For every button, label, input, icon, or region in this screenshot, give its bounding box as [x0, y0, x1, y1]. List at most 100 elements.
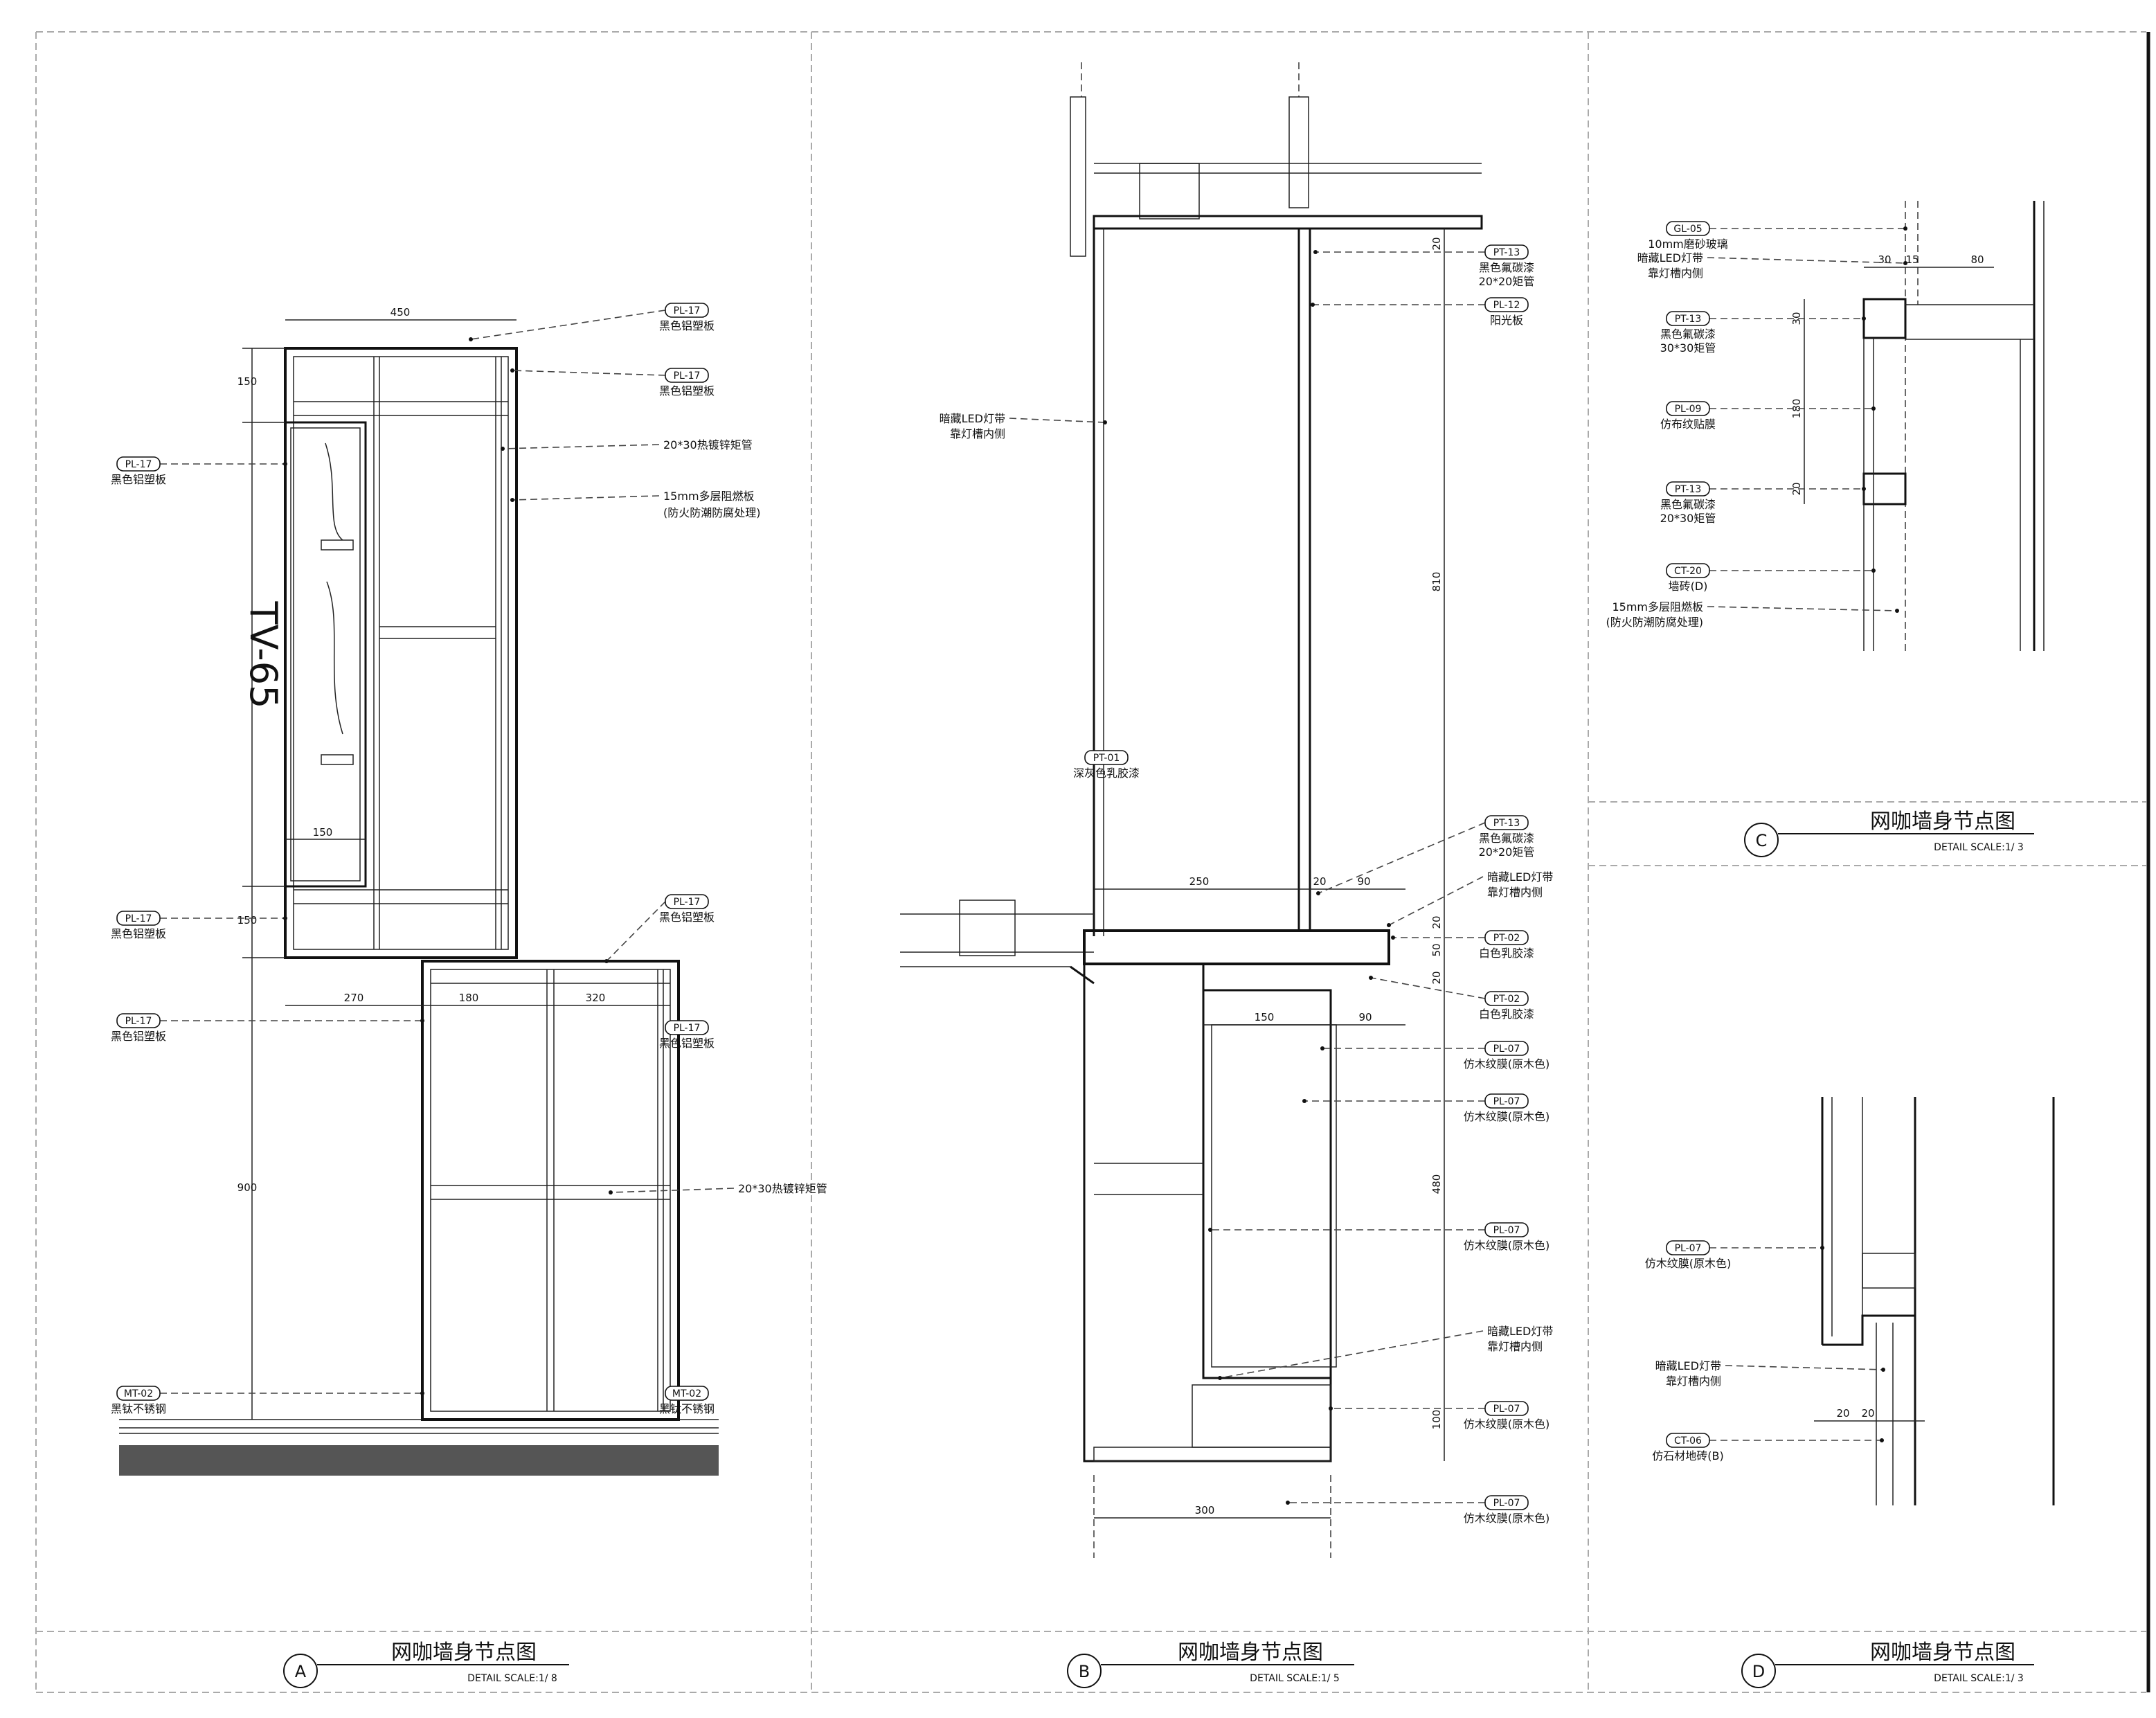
note-text-2: 靠灯槽内侧: [1487, 1340, 1543, 1353]
panel-b-text: 20 810 250 20 90 20 50 20 150 90 480 100…: [1189, 237, 1443, 1516]
material-desc: 深灰色乳胶漆: [1073, 767, 1140, 780]
material-code: PL-09: [1675, 404, 1702, 415]
material-code: PL-07: [1493, 1044, 1520, 1055]
dim-b-20-mid: 20: [1313, 875, 1326, 888]
title-b-scale: DETAIL SCALE:1/ 5: [1250, 1673, 1340, 1684]
panel-a-drawing: [119, 347, 719, 1476]
material-code: PT-02: [1493, 933, 1520, 944]
note-a-4: 20*30热镀锌矩管: [609, 1182, 827, 1195]
material-code: PL-07: [1493, 1096, 1520, 1107]
title-block-a: A 网咖墙身节点图 DETAIL SCALE:1/ 8: [283, 1640, 569, 1688]
note-text-2: 靠灯槽内侧: [1666, 1375, 1721, 1388]
material-desc: 黑色氟碳漆: [1479, 832, 1534, 845]
material-tag: [1484, 1495, 1529, 1510]
note-text: 暗藏LED灯带: [1637, 251, 1703, 265]
dim-a-270: 270: [344, 992, 364, 1004]
dim-b-150: 150: [1255, 1011, 1275, 1023]
sheet-frame: [35, 31, 2150, 1693]
panel-b-dimensions: [1094, 229, 1445, 1519]
material-tag: [1666, 1433, 1710, 1448]
tv-label: TV-65: [242, 601, 285, 709]
title-block-c: C 网咖墙身节点图 DETAIL SCALE:1/ 3: [1744, 809, 2034, 857]
note-text: 15mm多层阻燃板: [1612, 600, 1703, 614]
material-code: PL-17: [674, 1023, 701, 1034]
title-block-b: B 网咖墙身节点图 DETAIL SCALE:1/ 5: [1067, 1640, 1354, 1688]
title-c-scale: DETAIL SCALE:1/ 3: [1934, 842, 2024, 853]
material-tag: [665, 368, 709, 383]
note-text: 暗藏LED灯带: [940, 412, 1005, 425]
dim-c-30-v: 30: [1790, 312, 1803, 325]
material-code: CT-06: [1674, 1435, 1702, 1447]
material-code: PL-07: [1493, 1498, 1520, 1509]
material-tag: [1484, 297, 1529, 312]
dim-b-810: 810: [1430, 572, 1443, 592]
title-d-letter: D: [1752, 1662, 1765, 1681]
material-code: PT-13: [1675, 484, 1702, 495]
note-text: 暗藏LED灯带: [1655, 1359, 1721, 1372]
material-tag: [1484, 1041, 1529, 1056]
callout-c-3: PL-09 仿布纹贴膜: [1660, 401, 1876, 431]
material-code: PT-13: [1493, 818, 1520, 829]
material-tag: [1484, 991, 1529, 1006]
material-desc: 白色乳胶漆: [1479, 947, 1534, 960]
callout-b-5: PT-02 白色乳胶漆: [1391, 930, 1534, 960]
dim-b-90-top: 90: [1357, 875, 1370, 888]
material-tag: [1666, 481, 1710, 496]
material-desc: 黑钛不锈钢: [111, 1402, 166, 1415]
note-text-2: 靠灯槽内侧: [1487, 886, 1543, 899]
material-code: PL-17: [125, 913, 152, 924]
material-code: PL-17: [125, 1016, 152, 1027]
material-tag: [1484, 244, 1529, 260]
note-a-3: (防火防潮防腐处理): [663, 506, 761, 519]
title-a-letter: A: [295, 1662, 307, 1681]
material-code: PL-17: [674, 370, 701, 382]
material-code: PL-07: [1493, 1404, 1520, 1415]
material-tag: [116, 1386, 161, 1401]
material-desc: 黑色氟碳漆: [1660, 498, 1716, 511]
note-text-2: (防火防潮防腐处理): [1606, 616, 1704, 629]
panel-c-callouts: GL-0510mm磨砂玻璃PT-13黑色氟碳漆30*30矩管PL-09仿布纹贴膜…: [1606, 221, 1907, 629]
material-desc: 黑色铝塑板: [659, 384, 715, 397]
dim-a-320: 320: [586, 992, 606, 1004]
material-desc: 黑色铝塑板: [111, 473, 166, 486]
material-tag: [1666, 1240, 1710, 1255]
material-code: GL-05: [1673, 224, 1702, 235]
dim-a-180: 180: [459, 992, 479, 1004]
material-tag: [1484, 815, 1529, 830]
note-text-2: 靠灯槽内侧: [950, 427, 1005, 440]
note-text: 20*30热镀锌矩管: [663, 438, 753, 451]
dim-c-30: 30: [1878, 253, 1891, 266]
note-a-2: 15mm多层阻燃板: [510, 490, 755, 503]
material-tag: [665, 303, 709, 318]
dim-a-150-mid: 150: [237, 914, 258, 927]
material-desc: 仿布纹贴膜: [1660, 418, 1716, 431]
material-desc: 黑色氟碳漆: [1660, 328, 1716, 341]
panel-d-drawing: [1821, 1097, 2055, 1505]
title-b-letter: B: [1079, 1662, 1090, 1681]
material-code: PT-13: [1493, 247, 1520, 258]
note-a-1: 20*30热镀锌矩管: [501, 438, 753, 451]
material-code: PT-13: [1675, 314, 1702, 325]
note-text: 暗藏LED灯带: [1487, 1325, 1553, 1338]
material-desc-2: 20*20矩管: [1479, 275, 1535, 288]
material-tag: [665, 1386, 709, 1401]
title-d-name: 网咖墙身节点图: [1870, 1640, 2015, 1665]
material-desc: 仿木纹膜(原木色): [1464, 1110, 1550, 1123]
